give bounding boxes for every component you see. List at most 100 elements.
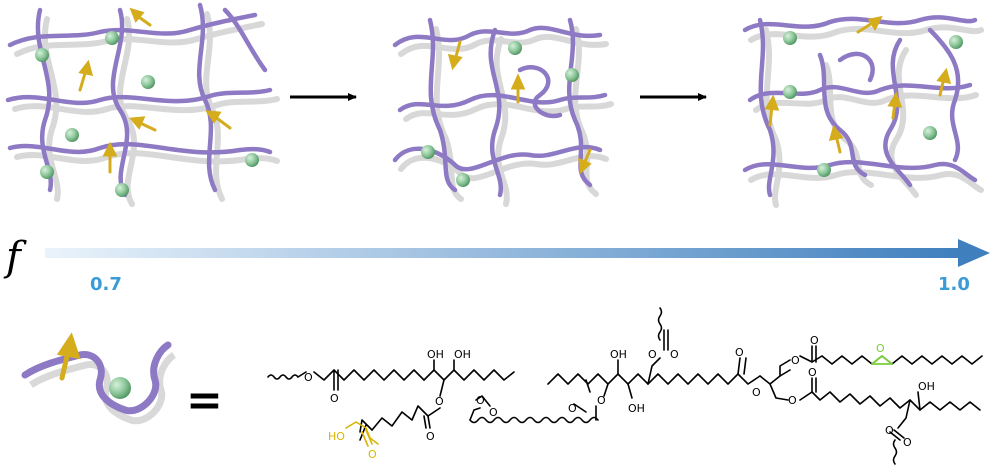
strand — [222, 7, 268, 73]
yellow-arrow-icon — [764, 94, 780, 127]
atom-oxygen: O — [670, 348, 679, 361]
network-3-strands — [742, 15, 978, 198]
yellow-arrow-icon — [828, 124, 844, 154]
network-1-arrows — [78, 7, 232, 174]
polymer-wavy-bond — [657, 307, 663, 341]
atom-oxygen: O — [810, 334, 819, 347]
crosslink-sphere — [817, 163, 831, 177]
epoxide-group — [871, 355, 893, 365]
network-1-strands — [5, 2, 273, 198]
strand — [927, 27, 961, 163]
gradient-arrowhead — [958, 239, 990, 267]
atom-oxygen: O — [330, 392, 339, 405]
strand — [427, 17, 458, 193]
crosslink-sphere — [40, 165, 54, 179]
crosslink-sphere — [65, 128, 79, 142]
strand — [110, 7, 130, 198]
strand — [817, 52, 868, 178]
atom-hydroxyl: OH — [918, 380, 935, 393]
network-2-arrows — [447, 40, 592, 175]
yellow-arrow-icon — [887, 91, 903, 120]
strand — [196, 2, 218, 193]
yellow-arrow-icon — [578, 148, 592, 175]
atom-oxygen: O — [489, 406, 498, 419]
crosslink-sphere — [115, 183, 129, 197]
crosslink-sphere — [105, 31, 119, 45]
polymer-wavy-bond — [469, 416, 599, 424]
network-panel-2 — [392, 17, 614, 207]
chemical-structure — [267, 307, 983, 465]
polymer-wavy-bond — [892, 439, 898, 465]
gradient-bar — [45, 248, 963, 258]
yellow-arrow-icon — [510, 73, 526, 104]
atom-oxygen: O — [788, 394, 797, 407]
strand — [757, 17, 776, 198]
strand-unit-legend — [21, 332, 177, 425]
atom-oxygen: O — [568, 402, 577, 415]
crosslink-sphere — [783, 85, 797, 99]
crosslink-sphere — [508, 41, 522, 55]
atom-hydroxyl: OH — [427, 348, 444, 361]
atom-oxygen: O — [791, 354, 800, 367]
atom-oxygen: O — [885, 424, 894, 437]
atom-oxygen: O — [903, 436, 912, 449]
carboxylic-acid-group — [345, 421, 379, 447]
axis-start-label: 0.7 — [90, 274, 122, 295]
network-2-strands — [392, 17, 608, 198]
strand — [7, 12, 258, 48]
atom-oxygen: O — [304, 371, 313, 384]
yellow-arrow-icon — [936, 67, 952, 97]
strand — [392, 25, 603, 48]
acid-hydroxyl: HO — [328, 430, 345, 443]
network-panel-3 — [742, 15, 984, 208]
atom-oxygen: O — [648, 348, 657, 361]
polymer-wavy-bond — [267, 374, 299, 380]
crosslink-sphere — [565, 68, 579, 82]
atom-oxygen: O — [597, 394, 606, 407]
strand — [488, 27, 504, 198]
atom-oxygen: O — [435, 395, 444, 408]
yellow-arrow-icon — [128, 116, 157, 132]
yellow-arrow-icon — [856, 15, 883, 34]
network-1-spheres — [35, 31, 259, 197]
network-3-shadow — [748, 24, 984, 208]
axis-symbol: f — [3, 234, 27, 280]
yellow-arrow-icon — [129, 7, 152, 27]
strand — [7, 141, 273, 155]
yellow-arrow-icon — [102, 141, 118, 174]
yellow-arrow-icon — [447, 40, 463, 71]
yellow-arrow-icon — [78, 59, 94, 92]
atom-hydroxyl: OH — [628, 402, 645, 415]
atom-oxygen: O — [426, 430, 435, 443]
unit-crosslink-sphere — [109, 377, 131, 399]
crosslink-sphere — [923, 126, 937, 140]
network-3-spheres — [783, 31, 963, 177]
strand — [517, 65, 563, 119]
strand — [742, 15, 978, 33]
network-3-arrows — [764, 15, 952, 154]
f-axis: f 0.7 1.0 — [3, 234, 990, 295]
atom-hydroxyl: OH — [454, 348, 471, 361]
crosslink-sphere — [35, 48, 49, 62]
atom-oxygen: O — [735, 346, 744, 359]
axis-end-label: 1.0 — [938, 274, 970, 295]
crosslink-sphere — [783, 31, 797, 45]
epoxide-oxygen: O — [876, 342, 885, 355]
atom-labels: O O OH OH O O O O O O OH OH O O O O O O … — [304, 334, 935, 461]
acid-oxygen: O — [368, 448, 377, 461]
yellow-arrow-icon — [205, 110, 232, 130]
crosslink-sphere — [949, 35, 963, 49]
atom-oxygen: O — [752, 386, 761, 399]
crosslink-sphere — [141, 75, 155, 89]
strand — [883, 37, 913, 188]
strand — [837, 51, 875, 83]
equals-sign: = — [186, 375, 223, 426]
network-2-spheres — [421, 41, 579, 187]
network-1-shadow — [12, 11, 280, 207]
atom-hydroxyl: OH — [610, 348, 627, 361]
atom-oxygen: O — [476, 394, 485, 407]
crosslink-sphere — [421, 145, 435, 159]
crosslink-sphere — [456, 173, 470, 187]
atom-oxygen: O — [808, 366, 817, 379]
